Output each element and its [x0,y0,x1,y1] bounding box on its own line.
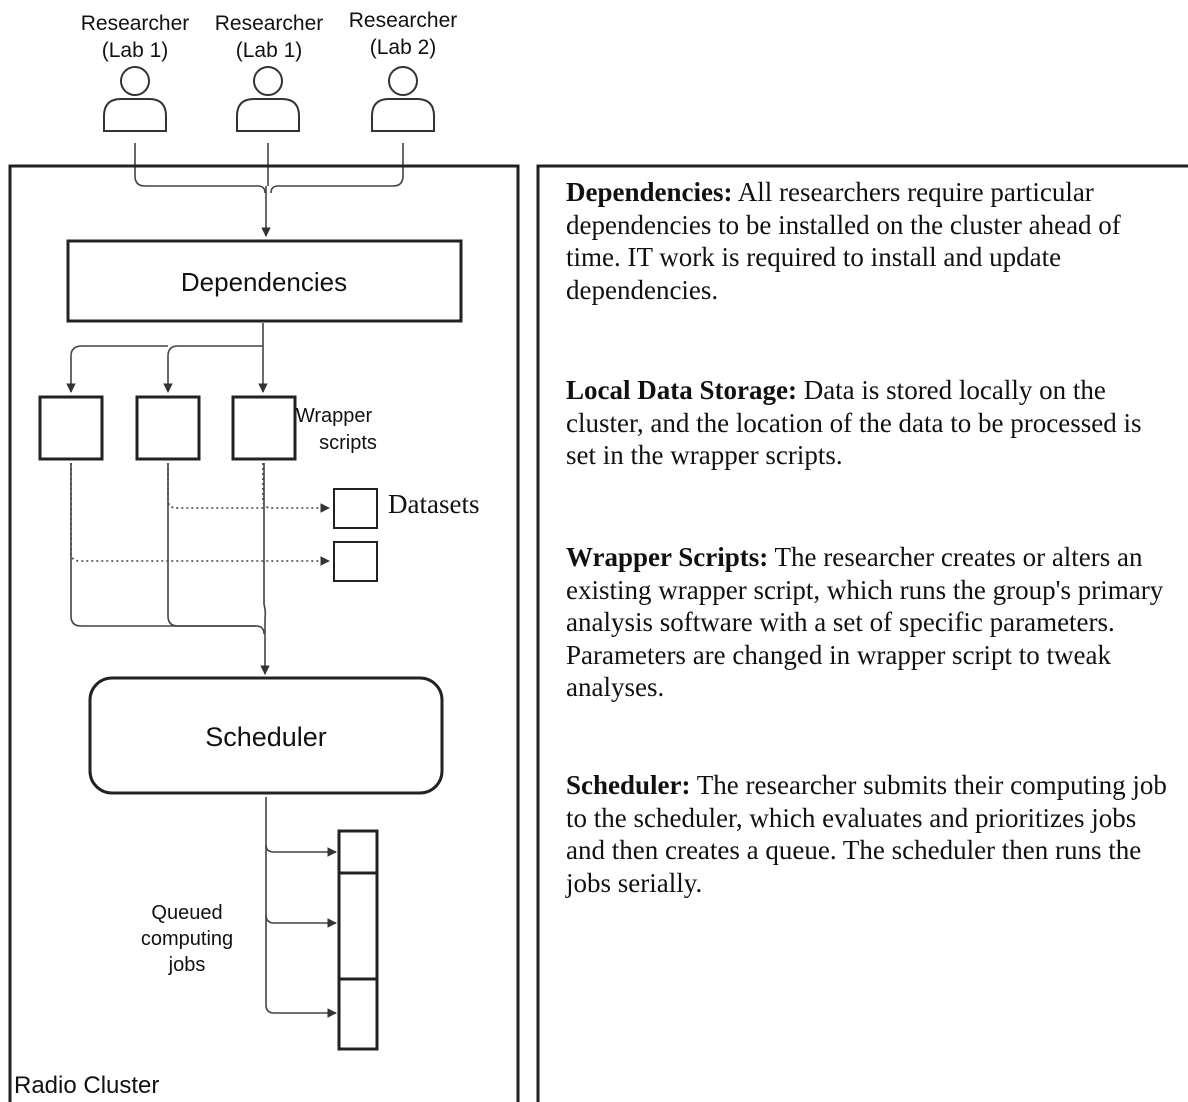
data-access-lines [70,463,330,566]
job-queue [337,829,379,1051]
queued-jobs-label-line2: computing [141,928,233,950]
wrapper-scripts-label-line1: Wrapper [296,405,373,427]
description-scheduler: Scheduler: The researcher submits their … [566,769,1174,899]
dataset-box-2 [333,541,378,582]
scheduler-input-lines [70,463,270,675]
queued-jobs-label-line1: Queued [151,902,222,924]
researcher-1-lab: (Lab 1) [102,39,169,62]
datasets-label: Datasets [388,489,479,519]
radio-cluster-box [8,164,520,1102]
person-icon [103,66,167,132]
dataset-box-1 [333,488,378,529]
wrapper-script-box-1 [38,395,104,461]
dependencies-box [66,239,463,323]
researcher-connectors [134,143,404,237]
researcher-2-lab: (Lab 1) [236,39,303,62]
wrapper-script-box-3 [231,395,297,461]
researcher-2: Researcher (Lab 1) [215,12,324,132]
wrapper-script-box-2 [135,395,201,461]
researcher-1-name: Researcher [81,12,190,35]
researcher-3-lab: (Lab 2) [370,36,437,59]
description-text: The researcher submits their computing j… [566,770,1167,898]
person-icon [236,66,300,132]
queue-arrows [265,797,337,1018]
description-local-data-storage: Local Data Storage: Data is stored local… [566,374,1174,472]
description-title: Wrapper Scripts: [566,542,769,572]
person-icon [371,66,435,132]
researcher-1: Researcher (Lab 1) [81,12,190,132]
researcher-2-name: Researcher [215,12,324,35]
description-title: Dependencies: [566,177,733,207]
queued-jobs-label-line3: jobs [168,954,206,976]
radio-cluster-label: Radio Cluster [14,1072,159,1099]
description-text: All researchers require particular depen… [566,177,1121,305]
description-wrapper-scripts: Wrapper Scripts: The researcher creates … [566,541,1174,704]
scheduler-label: Scheduler [205,722,327,752]
description-title: Scheduler: [566,770,691,800]
dependencies-label: Dependencies [181,267,347,297]
researcher-3-name: Researcher [349,9,458,32]
description-title: Local Data Storage: [566,375,797,405]
wrapper-scripts-label-line2: scripts [319,432,377,454]
description-text: Data is stored locally on the cluster, a… [566,375,1142,470]
description-panel-border [536,164,1188,1102]
dependency-arrows [66,323,268,393]
scheduler-box [88,676,444,795]
description-dependencies: Dependencies: All researchers require pa… [566,176,1174,306]
researcher-3: Researcher (Lab 2) [349,9,458,132]
description-text: The researcher creates or alters an exis… [566,542,1164,702]
